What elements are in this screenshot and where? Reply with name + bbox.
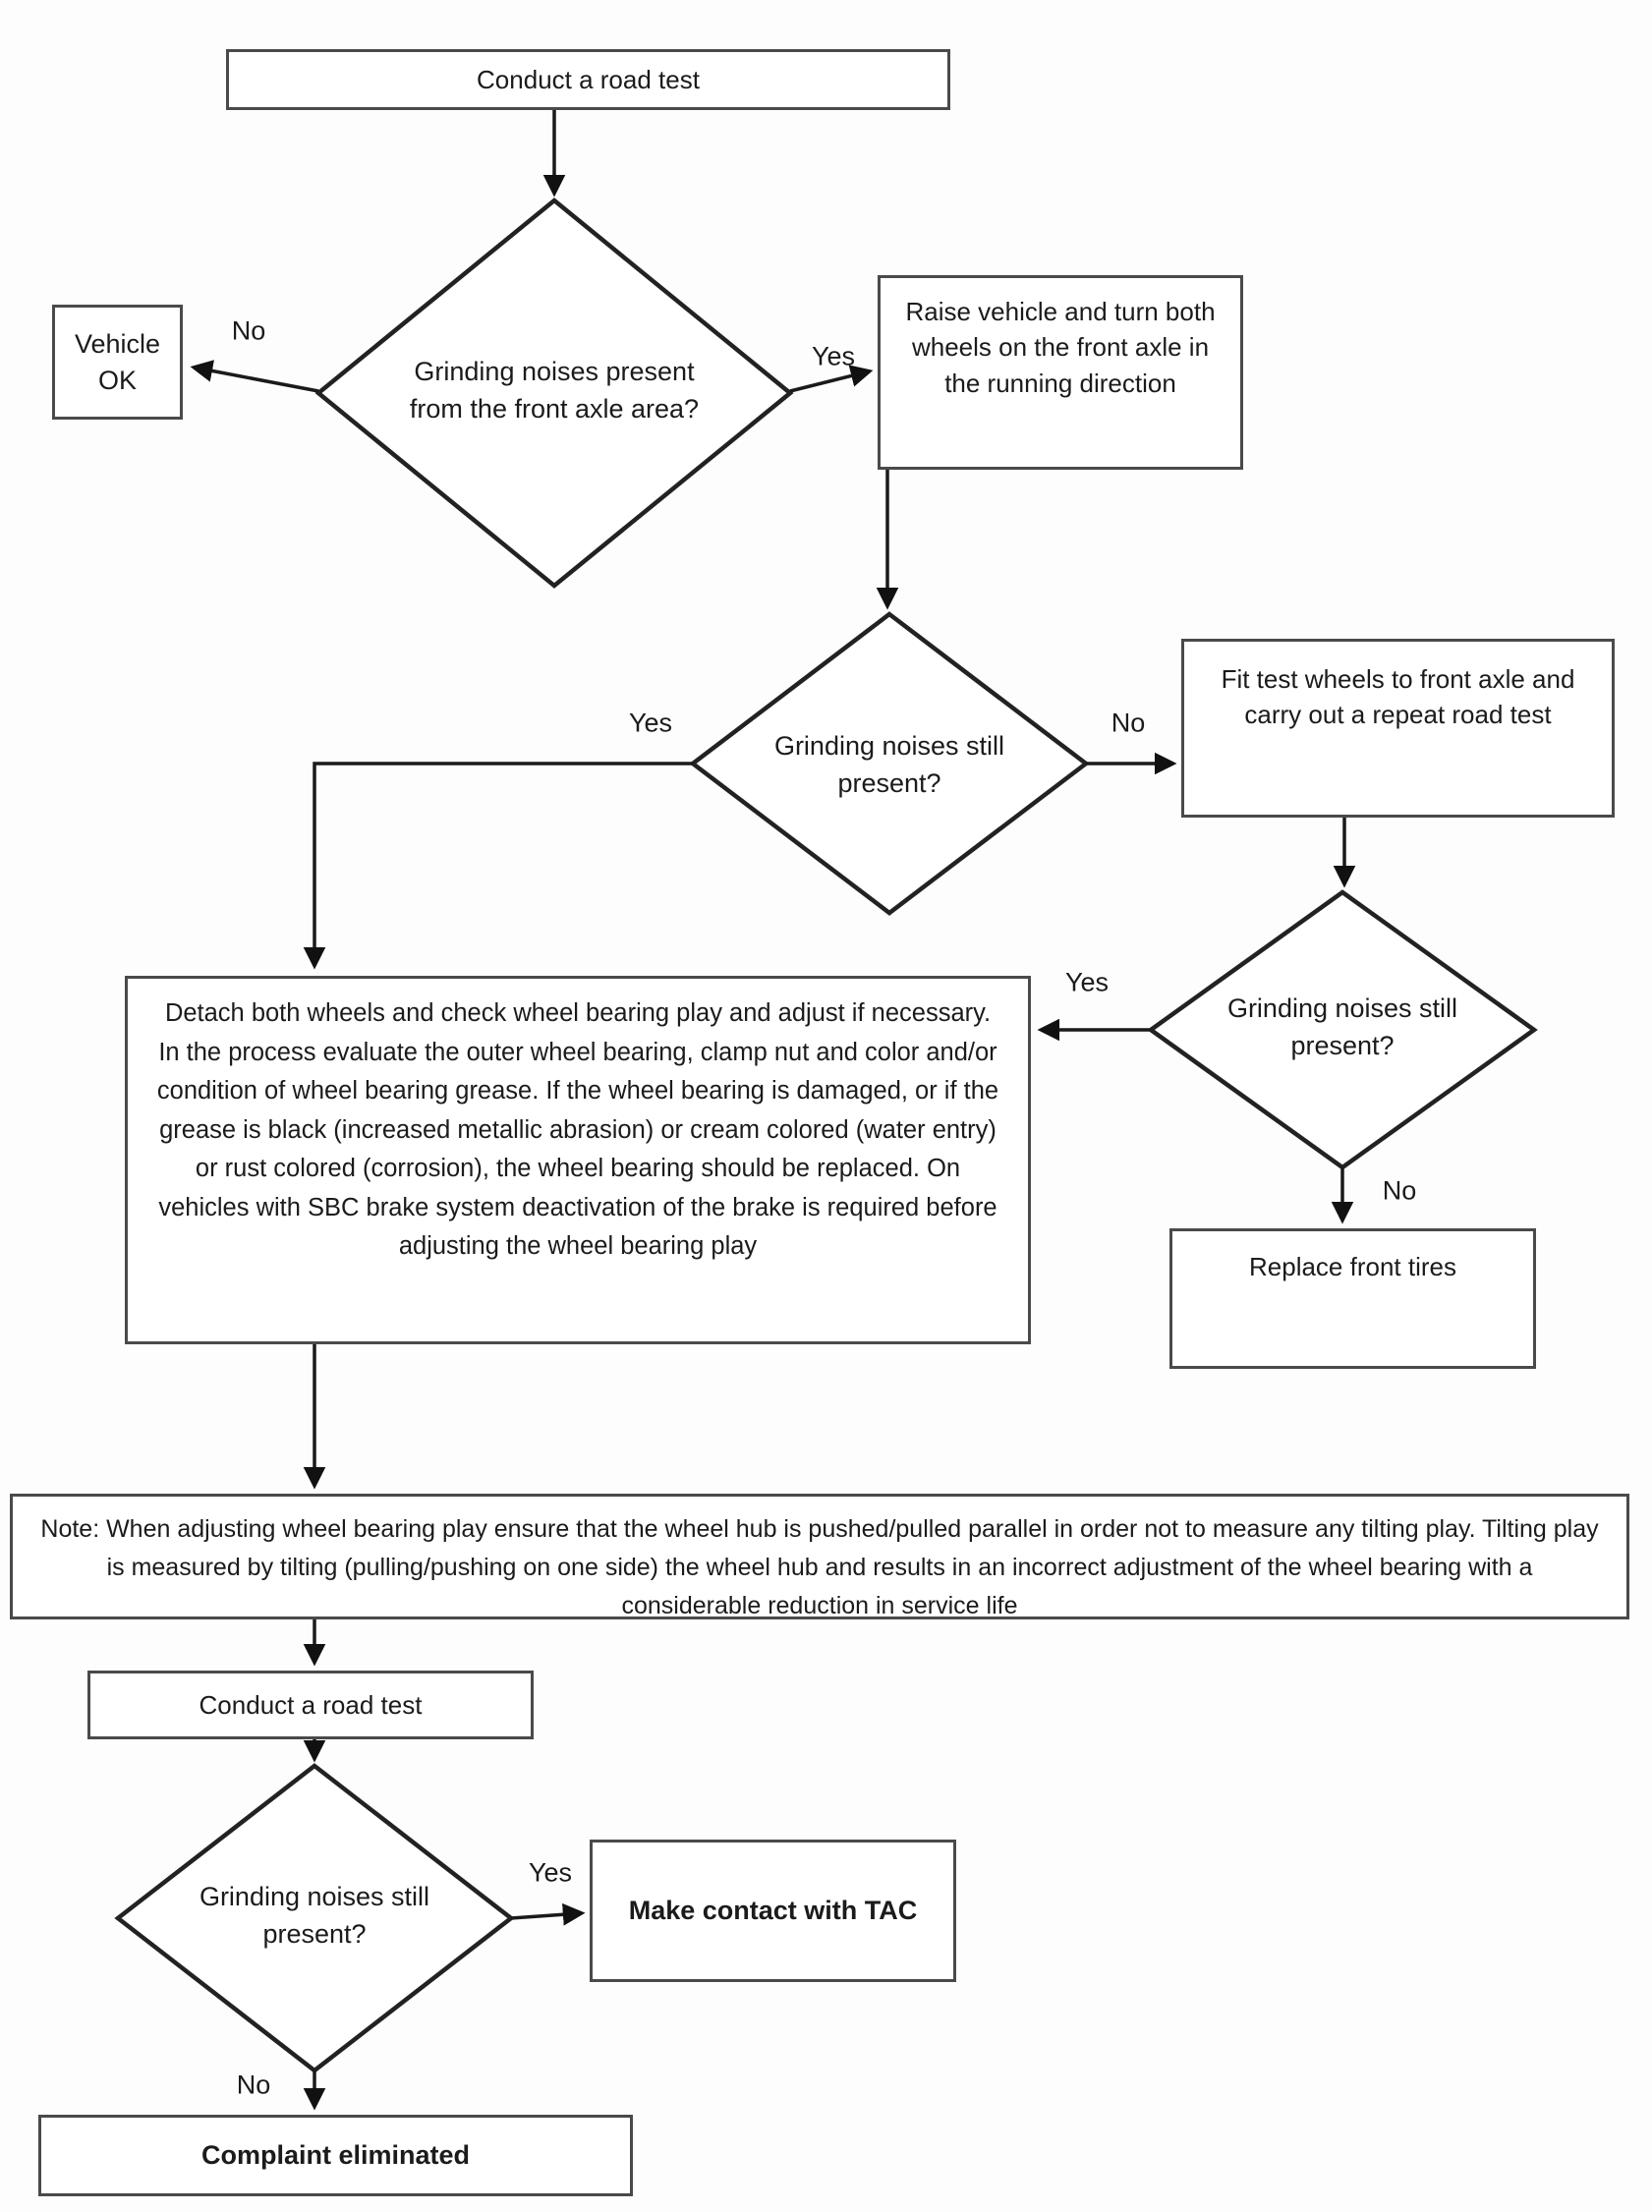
decision-4-label: Grinding noises still present? xyxy=(199,1882,430,1949)
decision-1-shape xyxy=(314,198,794,589)
edge-label-d2-yes: Yes xyxy=(628,708,673,738)
node-fit-test-wheels: Fit test wheels to front axle and carry … xyxy=(1181,639,1615,818)
node-conduct-road-test-2-label: Conduct a road test xyxy=(199,1689,423,1720)
decision-2-shape xyxy=(689,611,1090,916)
edge-label-d1-yes: Yes xyxy=(811,341,856,371)
node-complaint-eliminated-label: Complaint eliminated xyxy=(200,2139,471,2170)
decision-3-label: Grinding noises still present? xyxy=(1226,993,1458,1060)
edge-d2-yes xyxy=(303,762,693,970)
node-raise-vehicle: Raise vehicle and turn both wheels on th… xyxy=(878,275,1243,470)
node-replace-front-tires-label: Replace front tires xyxy=(1249,1252,1456,1281)
edge-label-d2-no: No xyxy=(1111,708,1146,738)
node-conduct-road-test-2: Conduct a road test xyxy=(87,1671,534,1739)
decision-2-label: Grinding noises still present? xyxy=(773,731,1005,798)
node-raise-vehicle-label: Raise vehicle and turn both wheels on th… xyxy=(905,297,1216,398)
node-conduct-road-test-1-label: Conduct a road test xyxy=(477,64,700,94)
node-fit-test-wheels-label: Fit test wheels to front axle and carry … xyxy=(1221,664,1575,730)
node-make-contact-tac: Make contact with TAC xyxy=(590,1840,956,1982)
edge-label-d1-no: No xyxy=(231,315,266,346)
node-vehicle-ok: Vehicle OK xyxy=(52,305,183,420)
edge-d1-yes xyxy=(789,365,874,393)
node-vehicle-ok-label: Vehicle OK xyxy=(74,329,161,395)
decision-1-label: Grinding noises present from the front a… xyxy=(409,357,700,424)
node-replace-front-tires: Replace front tires xyxy=(1169,1228,1536,1369)
edge-d4-yes xyxy=(510,1902,586,1926)
edge-label-d3-yes: Yes xyxy=(1064,967,1110,997)
node-conduct-road-test-1: Conduct a road test xyxy=(226,49,950,110)
node-note: Note: When adjusting wheel bearing play … xyxy=(10,1494,1629,1619)
node-note-label: Note: When adjusting wheel bearing play … xyxy=(40,1515,1599,1619)
node-detach-wheels-label: Detach both wheels and check wheel beari… xyxy=(156,999,999,1261)
node-detach-wheels: Detach both wheels and check wheel beari… xyxy=(125,976,1031,1344)
node-complaint-eliminated: Complaint eliminated xyxy=(38,2115,633,2196)
edge-label-d4-yes: Yes xyxy=(528,1857,573,1888)
node-make-contact-tac-label: Make contact with TAC xyxy=(628,1895,918,1925)
edge-label-d4-no: No xyxy=(236,2070,271,2100)
edge-label-d3-no: No xyxy=(1382,1175,1417,1206)
edge-d1-no xyxy=(190,360,319,393)
